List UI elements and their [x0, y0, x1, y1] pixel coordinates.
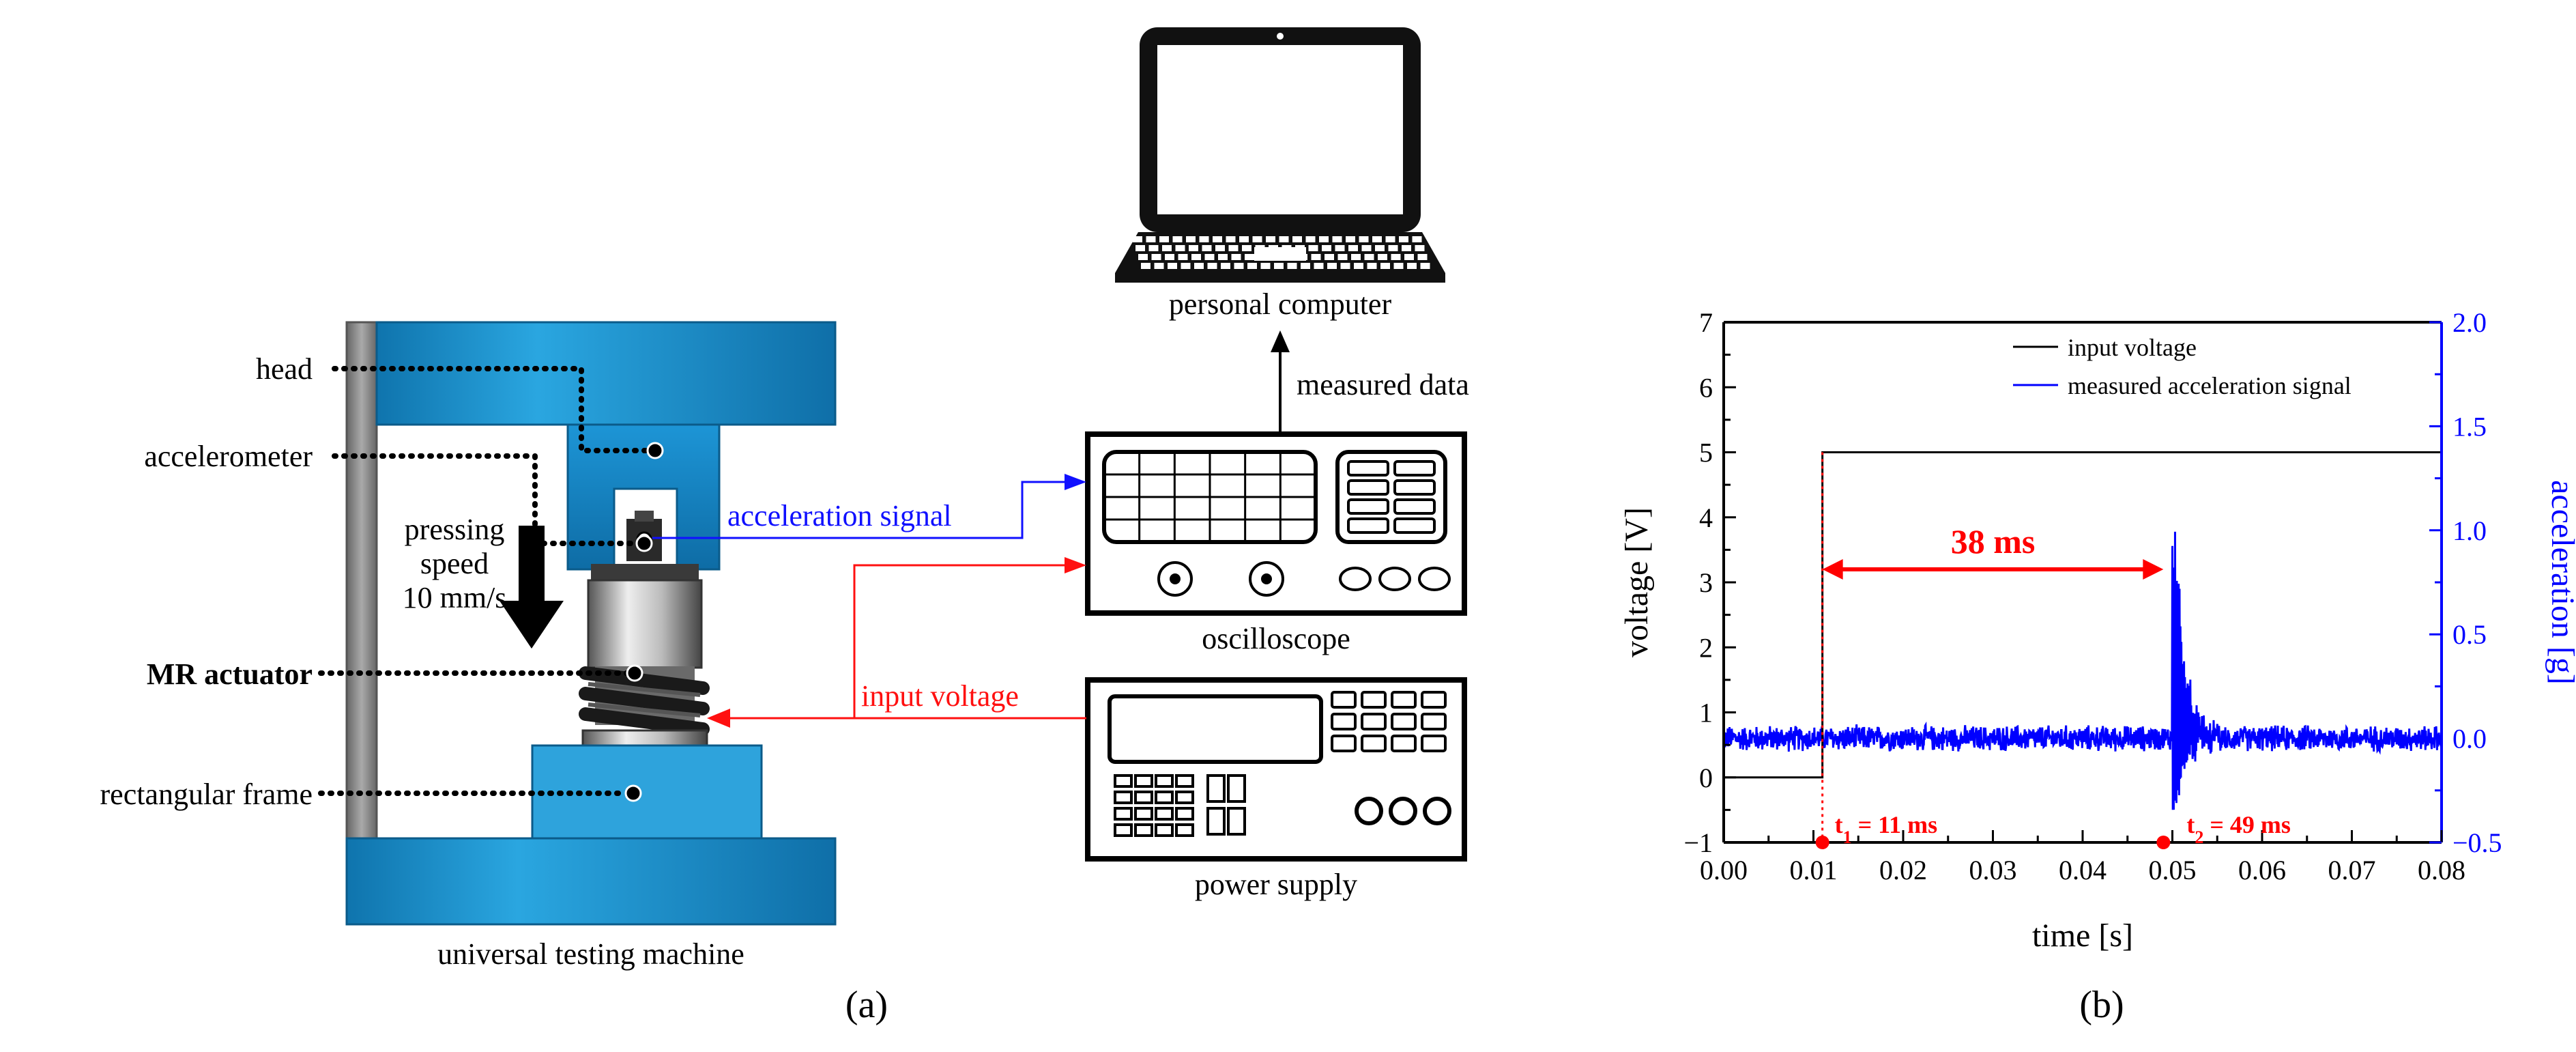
caption-a: (a)	[845, 984, 888, 1026]
y-tick-label: 5	[1699, 438, 1713, 468]
label-rectangular-frame: rectangular frame	[100, 778, 313, 811]
label-accelerometer: accelerometer	[144, 440, 313, 473]
y-tick-label: 3	[1699, 567, 1713, 598]
y-tick-label: −1	[1683, 827, 1713, 858]
mr-actuator-spring	[579, 666, 710, 736]
y-tick-label: 4	[1699, 502, 1713, 533]
power-supply-icon	[1085, 677, 1467, 862]
rectangular-frame-block	[531, 744, 763, 840]
interval-arrow	[1822, 558, 2164, 580]
leader-head	[332, 366, 651, 453]
x-tick-label: 0.07	[2328, 855, 2376, 885]
label-pressing: pressing	[405, 513, 505, 546]
label-oscilloscope: oscilloscope	[1202, 622, 1350, 655]
legend: input voltage measured acceleration sign…	[2013, 334, 2351, 399]
label-speed: speed	[420, 547, 489, 580]
label-measured-data: measured data	[1297, 368, 1469, 401]
machine-post	[345, 321, 378, 842]
y2-tick-label: 0.5	[2452, 619, 2487, 650]
y2-tick-label: 0.0	[2452, 724, 2487, 754]
label-power-supply: power supply	[1195, 868, 1357, 901]
legend-label-voltage: input voltage	[2068, 334, 2197, 361]
t1-label: t1 = 11 ms	[1835, 811, 1938, 847]
machine-base	[345, 837, 837, 926]
panel-a: head accelerometer MR actuator rectangul…	[100, 27, 1469, 1026]
legend-label-acceleration: measured acceleration signal	[2068, 372, 2351, 399]
label-mr-actuator: MR actuator	[147, 657, 313, 691]
y2-axis-label: acceleration [g]	[2545, 480, 2576, 685]
caption-b: (b)	[2079, 984, 2124, 1026]
x-tick-label: 0.00	[1700, 855, 1748, 885]
mr-actuator-base	[581, 729, 708, 747]
label-acceleration-signal: acceleration signal	[727, 499, 952, 532]
y-tick-label: 6	[1699, 372, 1713, 403]
machine-crosshead	[375, 321, 837, 426]
y2-tick-label: 2.0	[2452, 307, 2487, 338]
label-universal-testing-machine: universal testing machine	[437, 937, 744, 971]
leader-accelerometer	[332, 453, 637, 546]
x-tick-label: 0.02	[1879, 855, 1927, 885]
pressing-arrow	[500, 526, 564, 649]
y-tick-label: 0	[1699, 763, 1713, 793]
acceleration-signal-line	[652, 481, 1066, 539]
label-input-voltage: input voltage	[861, 679, 1019, 713]
x-tick-label: 0.05	[2149, 855, 2197, 885]
x-tick-label: 0.06	[2238, 855, 2286, 885]
t2-marker	[2156, 836, 2171, 849]
label-speed-value: 10 mm/s	[403, 581, 507, 614]
input-voltage-line	[853, 564, 1086, 720]
y2-tick-label: 1.0	[2452, 515, 2487, 546]
x-tick-label: 0.01	[1790, 855, 1838, 885]
x-tick-label: 0.04	[2059, 855, 2107, 885]
mr-actuator-body	[587, 579, 703, 669]
y-axis-label: voltage [V]	[1619, 507, 1655, 657]
label-head: head	[256, 352, 313, 386]
series-input-voltage	[1724, 451, 2442, 779]
y-tick-label: 1	[1699, 698, 1713, 728]
laptop-icon	[1115, 27, 1445, 283]
y-tick-label: 7	[1699, 307, 1713, 338]
x-axis-label: time [s]	[2032, 918, 2133, 954]
t1-marker	[1815, 836, 1829, 849]
series-measured-acceleration	[1724, 531, 2442, 810]
y2-tick-label: −0.5	[2452, 827, 2502, 858]
label-personal-computer: personal computer	[1169, 287, 1392, 321]
oscilloscope-icon	[1085, 431, 1467, 616]
y-tick-label: 2	[1699, 632, 1713, 663]
t2-label: t2 = 49 ms	[2186, 811, 2291, 847]
x-tick-label: 0.08	[2418, 855, 2465, 885]
interval-label: 38 ms	[1951, 522, 2036, 560]
x-tick-label: 0.03	[1969, 855, 2017, 885]
y2-tick-label: 1.5	[2452, 411, 2487, 442]
